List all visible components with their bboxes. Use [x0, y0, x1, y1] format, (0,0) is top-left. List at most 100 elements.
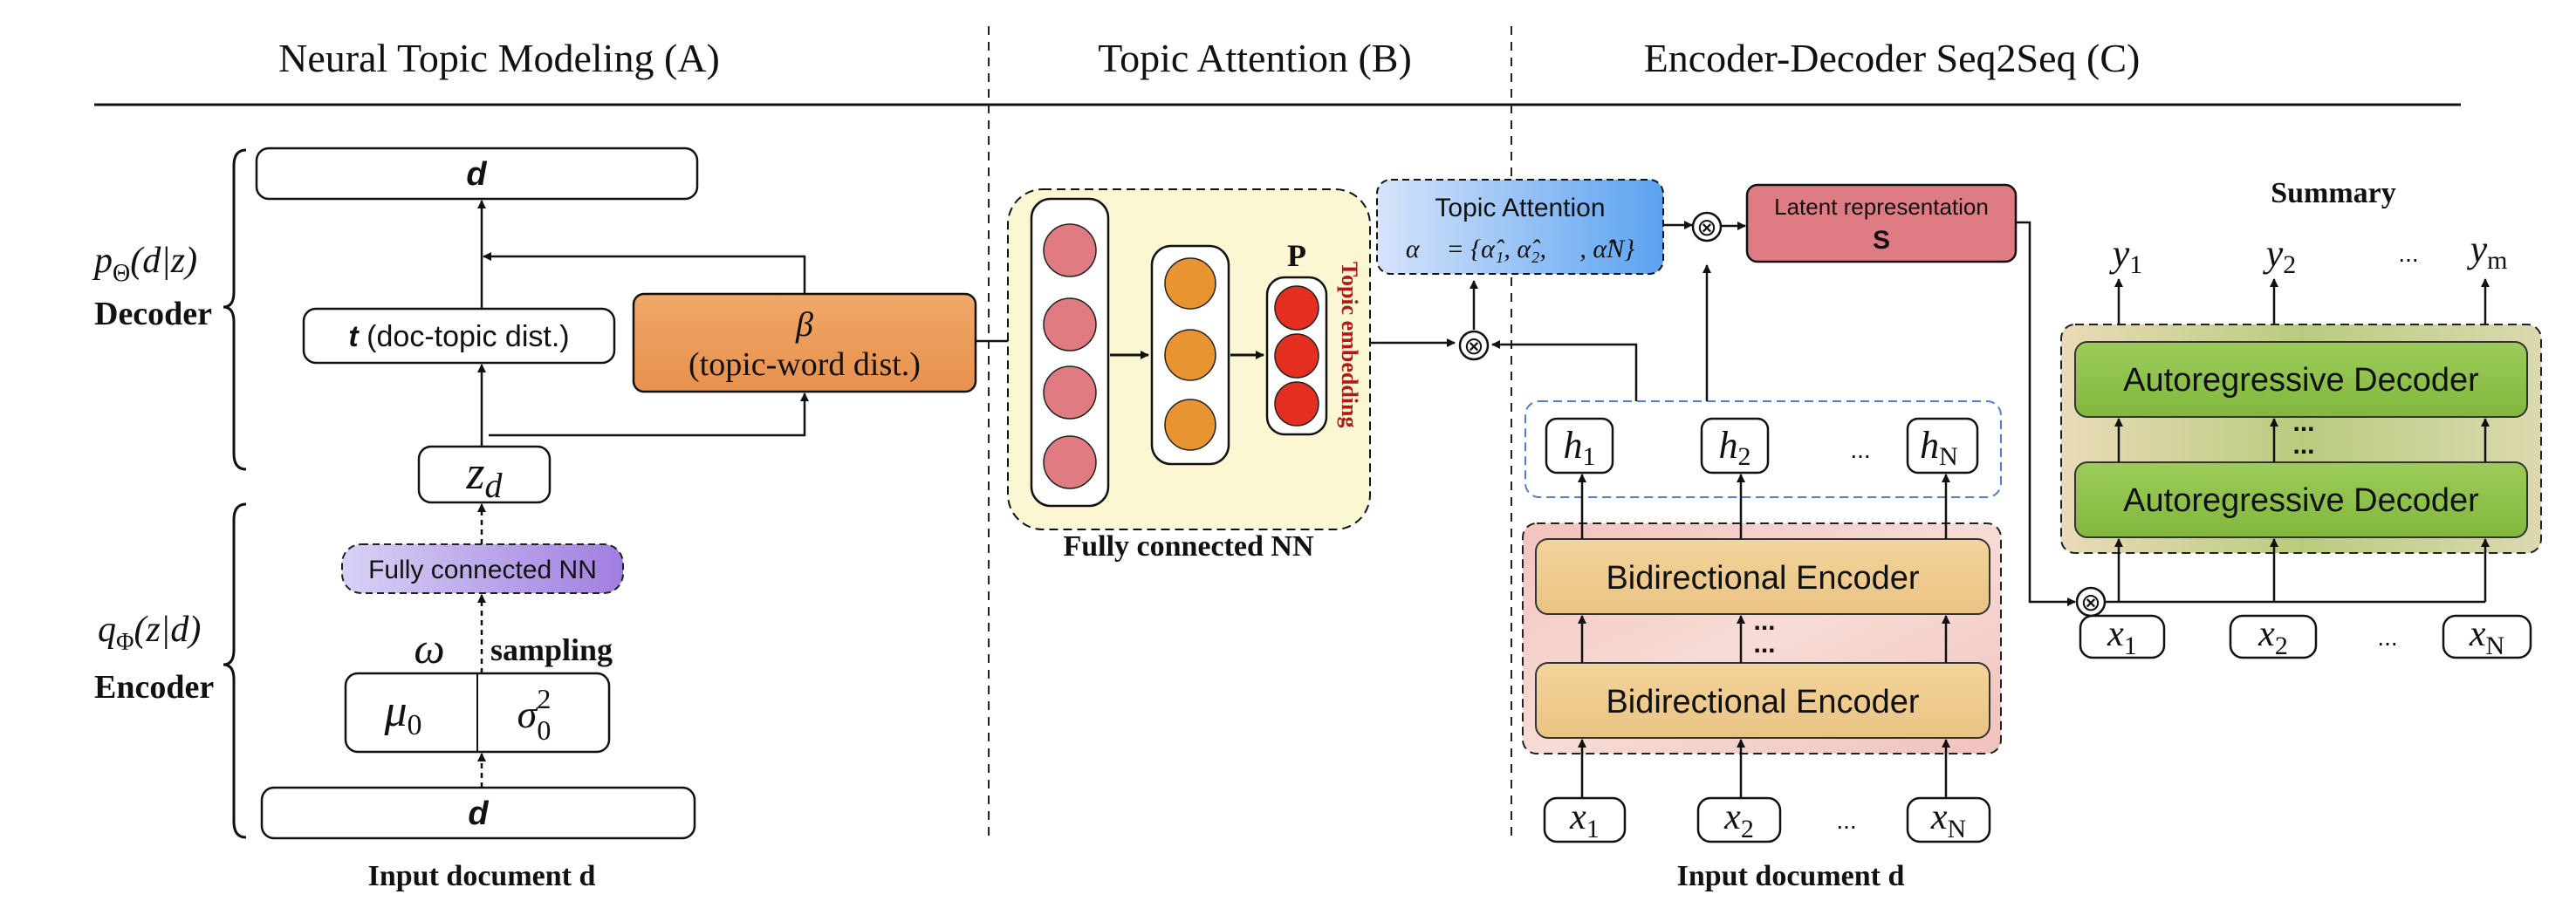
hidden-state-h2: h2 [1700, 417, 1770, 474]
arrow-z-to-beta [489, 393, 809, 437]
autoregressive-decoder-top-label: Autoregressive Decoder [2123, 362, 2479, 399]
decoder-stack-dots-top: ... [2292, 408, 2314, 437]
decoder-input-xN-label: xN [2469, 614, 2504, 660]
beta-symbol: β [795, 304, 813, 344]
decoder-input-xN-box [2442, 614, 2532, 659]
attention-multiply-node [1458, 330, 1490, 361]
decoder-stack-dots-bottom: ... [2292, 431, 2314, 460]
hidden-state-h1-label: h1 [1564, 424, 1596, 471]
reconstructed-document-label: d [466, 156, 487, 193]
nn-layer-2-node [1164, 329, 1216, 381]
hidden-state-hN-label: hN [1920, 424, 1958, 471]
decoder-input-x2-box [2229, 614, 2318, 659]
hidden-state-hN-box [1906, 417, 1979, 474]
decoder-likelihood-formula: pΘ(d|z) [92, 241, 197, 287]
encoder-brace [223, 502, 247, 839]
nn-layer-2-node [1164, 399, 1216, 451]
latent-z-label: zd [465, 447, 503, 505]
decoder-input-xN: xN [2442, 614, 2532, 660]
encoder-stack-dots-bottom: ... [1753, 630, 1775, 659]
encoder-input-xN: xN [1906, 796, 1991, 843]
nn-layer-1-node [1043, 435, 1097, 489]
fc-nn-label: Fully connected NN [368, 556, 597, 584]
latent-representation-title: Latent representation [1774, 194, 1989, 220]
decoder-input-x2: x2 [2229, 614, 2318, 660]
decoder-brace [223, 148, 247, 471]
bidirectional-encoder-top-box [1535, 538, 1990, 615]
encoder-label: Encoder [94, 669, 214, 706]
encoder-input-x2-box [1696, 796, 1782, 843]
autoregressive-decoder-bottom-label: Autoregressive Decoder [2123, 482, 2479, 519]
decoder-input-x1-box [2079, 614, 2166, 659]
bidirectional-encoder-bottom-label: Bidirectional Encoder [1606, 684, 1919, 720]
decoder-input-x1: x1 [2079, 614, 2166, 660]
bidirectional-encoder-top-label: Bidirectional Encoder [1606, 560, 1919, 597]
input-document-symbol: d [468, 795, 489, 832]
encoder-input-ellipsis: ... [1836, 807, 1856, 834]
topic-word-label: (topic-word dist.) [689, 346, 921, 383]
autoregressive-decoder-top-box [2074, 341, 2528, 418]
arrow-latent-to-decoder [2016, 221, 2076, 606]
encoder-stack-dots-top: ... [1753, 607, 1775, 636]
topic-attention-network-caption: Fully connected NN [1063, 530, 1314, 563]
arrow-hidden-to-attention [1491, 340, 1638, 401]
arrow-beta-to-decoder [483, 252, 806, 294]
omega-symbol: ω [414, 624, 444, 672]
latent-representation-symbol: S [1873, 226, 1890, 255]
latent-z-box [417, 445, 552, 504]
topic-embedding-node [1274, 381, 1319, 427]
summary-output-ym: ym [2467, 228, 2508, 275]
decoder-label: Decoder [94, 296, 212, 332]
encoder-input-xN-box [1906, 796, 1991, 843]
doc-topic-label: t (doc-topic dist.) [348, 320, 569, 353]
summary-output-y1: y1 [2109, 232, 2143, 279]
topic-embedding-node [1274, 285, 1319, 331]
hidden-state-h2-box [1700, 417, 1770, 474]
mu-label: μ0 [383, 686, 421, 741]
attention-multiply-symbol: ⊗ [1463, 332, 1483, 359]
topic-embedding-label: Topic embedding [1337, 262, 1362, 427]
topic-embedding-node [1274, 333, 1319, 379]
topic-attention-box [1376, 179, 1664, 275]
input-document-caption-c: Input document d [1677, 860, 1905, 892]
summary-output-ellipsis: ... [2398, 240, 2418, 267]
nn-layer-1-frame [1030, 197, 1110, 508]
decoder-input-ellipsis: ... [2377, 624, 2397, 651]
decoder-input-multiply-symbol: ⊗ [2080, 589, 2100, 616]
hidden-state-h1-box [1545, 417, 1614, 474]
input-document-box [260, 786, 696, 840]
fc-nn-pill [341, 543, 624, 594]
decoder-input-x1-label: x1 [2107, 614, 2137, 660]
encoder-input-xN-label: xN [1930, 797, 1966, 843]
header-topic-attention: Topic Attention (B) [1098, 36, 1412, 80]
encoder-posterior-formula: qΦ(z|d) [98, 610, 201, 656]
latent-multiply-symbol: ⊗ [1696, 214, 1716, 241]
topic-attention-formula: α⃗ = {α̂₁, α̂₂, ⋯ , α̂N} [1406, 235, 1634, 263]
input-document-caption-a: Input document d [368, 860, 596, 892]
hidden-state-hN: hN [1906, 417, 1979, 474]
topic-embedding-layer: P Topic embedding [1265, 238, 1362, 436]
nn-layer-1-node [1043, 365, 1097, 420]
header-encoder-decoder: Encoder-Decoder Seq2Seq (C) [1644, 36, 2141, 80]
doc-topic-box [302, 307, 616, 365]
header-neural-topic-modeling: Neural Topic Modeling (A) [278, 36, 720, 80]
latent-multiply-node [1691, 211, 1723, 242]
encoder-input-x1-label: x1 [1569, 797, 1600, 843]
nn-layer-1-node [1043, 223, 1097, 277]
topic-attention-title: Topic Attention [1435, 194, 1605, 222]
hidden-state-ellipsis: ... [1850, 436, 1870, 463]
decoder-side-label: pΘ(d|z) Decoder [92, 148, 247, 471]
encoder-side-label: qΦ(z|d) Encoder [94, 502, 247, 839]
encoder-input-x1-box [1543, 796, 1627, 843]
autoregressive-decoder-bottom-box [2074, 461, 2528, 538]
sampling-label: sampling [490, 632, 613, 667]
encoder-input-x1: x1 [1543, 796, 1627, 843]
nn-layer-1-node [1043, 297, 1097, 352]
bidirectional-encoder-bottom-box [1535, 662, 1990, 739]
encoder-input-x2: x2 [1696, 796, 1782, 843]
decoder-input-x2-label: x2 [2257, 614, 2288, 660]
sigma-label: σ02 [517, 683, 552, 746]
reconstructed-document-box [255, 147, 699, 201]
hidden-state-h2-label: h2 [1719, 424, 1751, 471]
